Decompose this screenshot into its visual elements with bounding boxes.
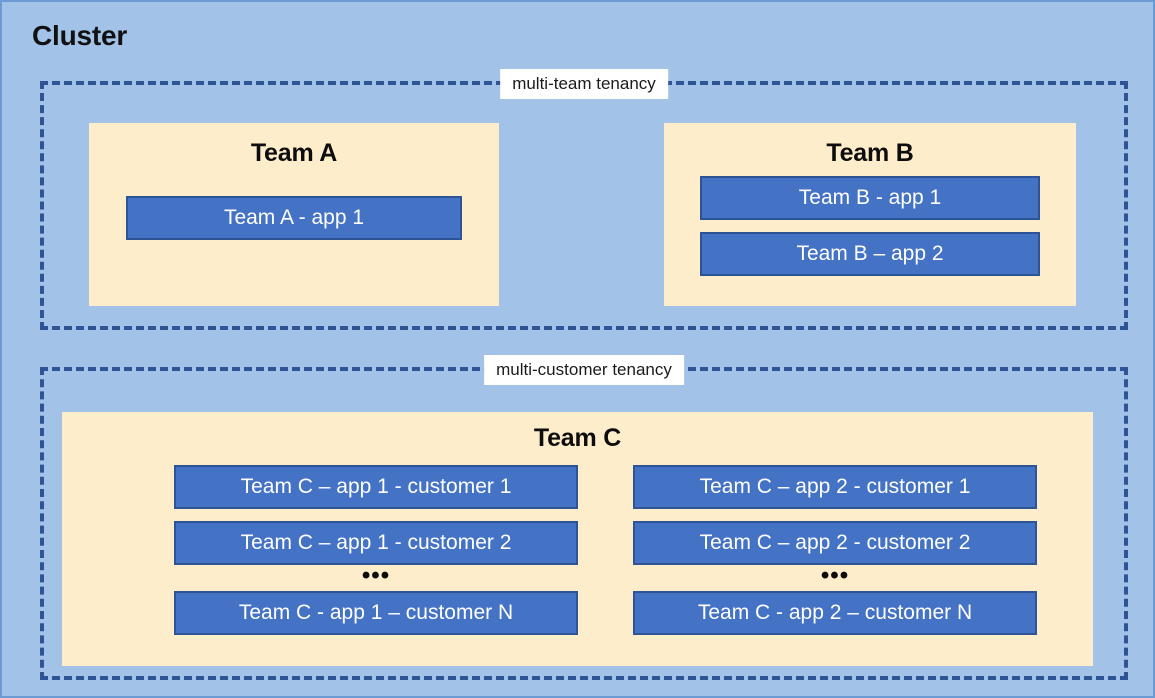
- team-c-columns: Team C – app 1 - customer 1 Team C – app…: [62, 465, 1093, 635]
- team-panel-team-b: Team B Team B - app 1 Team B – app 2: [664, 123, 1076, 306]
- app-box-team-c-app-1-customer-n[interactable]: Team C - app 1 – customer N: [174, 591, 578, 635]
- ellipsis-team-c-app-2: •••: [820, 562, 850, 589]
- app-box-team-c-app-1-customer-1[interactable]: Team C – app 1 - customer 1: [174, 465, 578, 509]
- tenancy-group-label-multi-customer: multi-customer tenancy: [484, 355, 684, 385]
- page-title: Cluster: [32, 20, 128, 51]
- app-box-team-b-app-1[interactable]: Team B - app 1: [700, 176, 1040, 220]
- tenancy-group-label-multi-team: multi-team tenancy: [500, 69, 668, 99]
- app-list-team-a: Team A - app 1: [126, 196, 462, 240]
- team-panel-team-a: Team A Team A - app 1: [89, 123, 499, 306]
- team-title-team-a: Team A: [250, 139, 338, 167]
- team-panel-team-c: Team C Team C – app 1 - customer 1 Team …: [62, 412, 1093, 666]
- app-box-team-a-app-1[interactable]: Team A - app 1: [126, 196, 462, 240]
- app-box-team-c-app-1-customer-2[interactable]: Team C – app 1 - customer 2: [174, 521, 578, 565]
- tenancy-group-multi-customer: multi-customer tenancy Team C Team C – a…: [40, 355, 1128, 680]
- app-box-team-c-app-2-customer-n[interactable]: Team C - app 2 – customer N: [633, 591, 1037, 635]
- app-column-team-c-app-2: Team C – app 2 - customer 1 Team C – app…: [633, 465, 1037, 635]
- team-title-team-b: Team B: [826, 139, 914, 167]
- app-box-team-c-app-2-customer-1[interactable]: Team C – app 2 - customer 1: [633, 465, 1037, 509]
- ellipsis-team-c-app-1: •••: [361, 562, 391, 589]
- app-column-team-c-app-1: Team C – app 1 - customer 1 Team C – app…: [174, 465, 578, 635]
- app-box-team-b-app-2[interactable]: Team B – app 2: [700, 232, 1040, 276]
- tenancy-group-multi-team: multi-team tenancy Team A Team A - app 1…: [40, 69, 1128, 330]
- app-box-team-c-app-2-customer-2[interactable]: Team C – app 2 - customer 2: [633, 521, 1037, 565]
- app-list-team-b: Team B - app 1 Team B – app 2: [700, 176, 1040, 276]
- team-title-team-c: Team C: [533, 424, 622, 452]
